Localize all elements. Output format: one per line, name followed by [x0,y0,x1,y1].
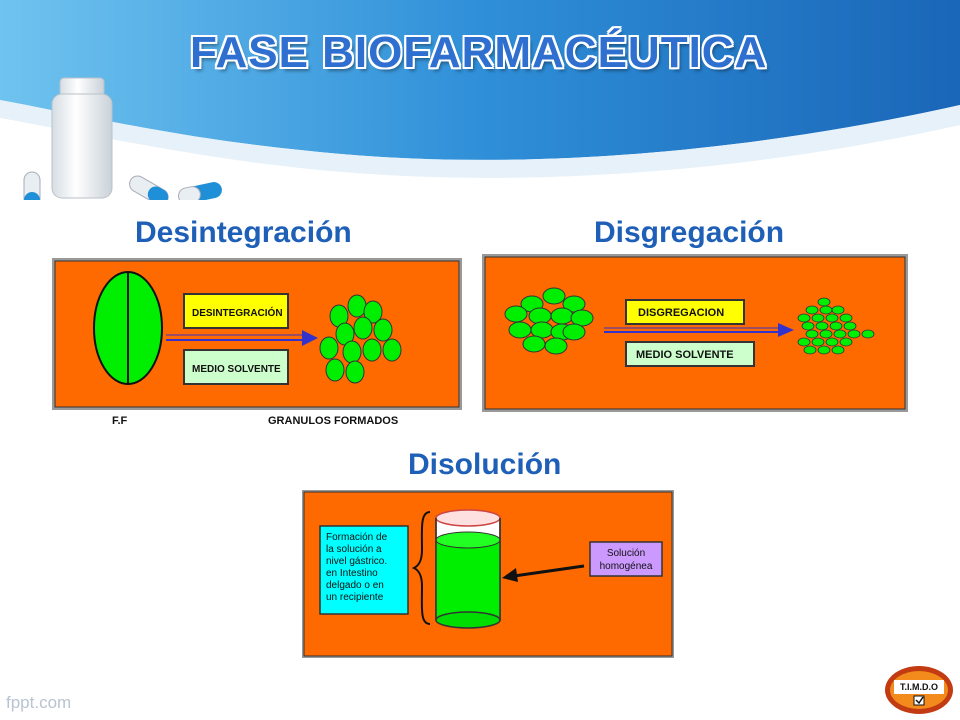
info-line-4: en Intestino [326,568,378,579]
header-background [0,0,960,200]
heading-disgregacion: Disgregación [594,216,785,249]
box-medio-solvente-2-label: MEDIO SOLVENTE [636,349,734,361]
capsule-icons [23,171,222,200]
info-line-3: nivel gástrico. [326,556,387,567]
heading-disolucion: Disolución [408,448,562,481]
info-box-text: Formación de la solución a nivel gástric… [326,532,388,603]
pill-bottle-icon [51,77,113,199]
granules-after [797,297,875,355]
info-line-5: delgado o en [326,580,384,591]
panel-disolucion: Formación de la solución a nivel gástric… [302,490,674,658]
panel-desintegracion: DESINTEGRACIÓN MEDIO SOLVENTE F.F GRANUL… [52,258,462,427]
info-box [319,525,409,615]
logo-text: T.I.M.D.O [900,682,938,692]
heading-desintegracion: Desintegración [135,216,352,249]
arrow-right-icon-2 [604,323,794,337]
box-medio-solvente-1-label: MEDIO SOLVENTE [192,364,281,375]
caption-granulos: GRANULOS FORMADOS [268,415,398,427]
box-desintegracion-label: DESINTEGRACIÓN [192,306,283,319]
granules-formed [319,294,402,384]
brace-icon [411,511,431,625]
result-line-2: homogénea [600,561,653,572]
panel-disgregacion: DISGREGACION MEDIO SOLVENTE [482,254,908,412]
arrow-left-icon [502,564,585,582]
box-desintegracion [183,293,289,329]
info-line-6: un recipiente [326,592,384,603]
beaker-icon [435,509,501,629]
info-line-1: Formación de [326,532,388,543]
caption-ff: F.F [112,415,128,427]
info-line-2: la solución a [326,544,382,555]
footer-text: fppt.com [6,693,72,712]
main-title: FASE BIOFARMACÉUTICA [190,28,768,77]
box-disgregacion-label: DISGREGACION [638,307,724,319]
tablet-icon [93,271,163,385]
result-line-1: Solución [607,548,645,559]
timdo-logo: T.I.M.D.O [885,666,953,714]
arrow-right-icon [166,330,318,346]
box-medio-solvente-1 [183,349,289,385]
box-medio-solvente-2 [625,341,755,367]
result-box [589,541,663,577]
box-disgregacion [625,299,745,325]
granules-before [504,287,594,355]
